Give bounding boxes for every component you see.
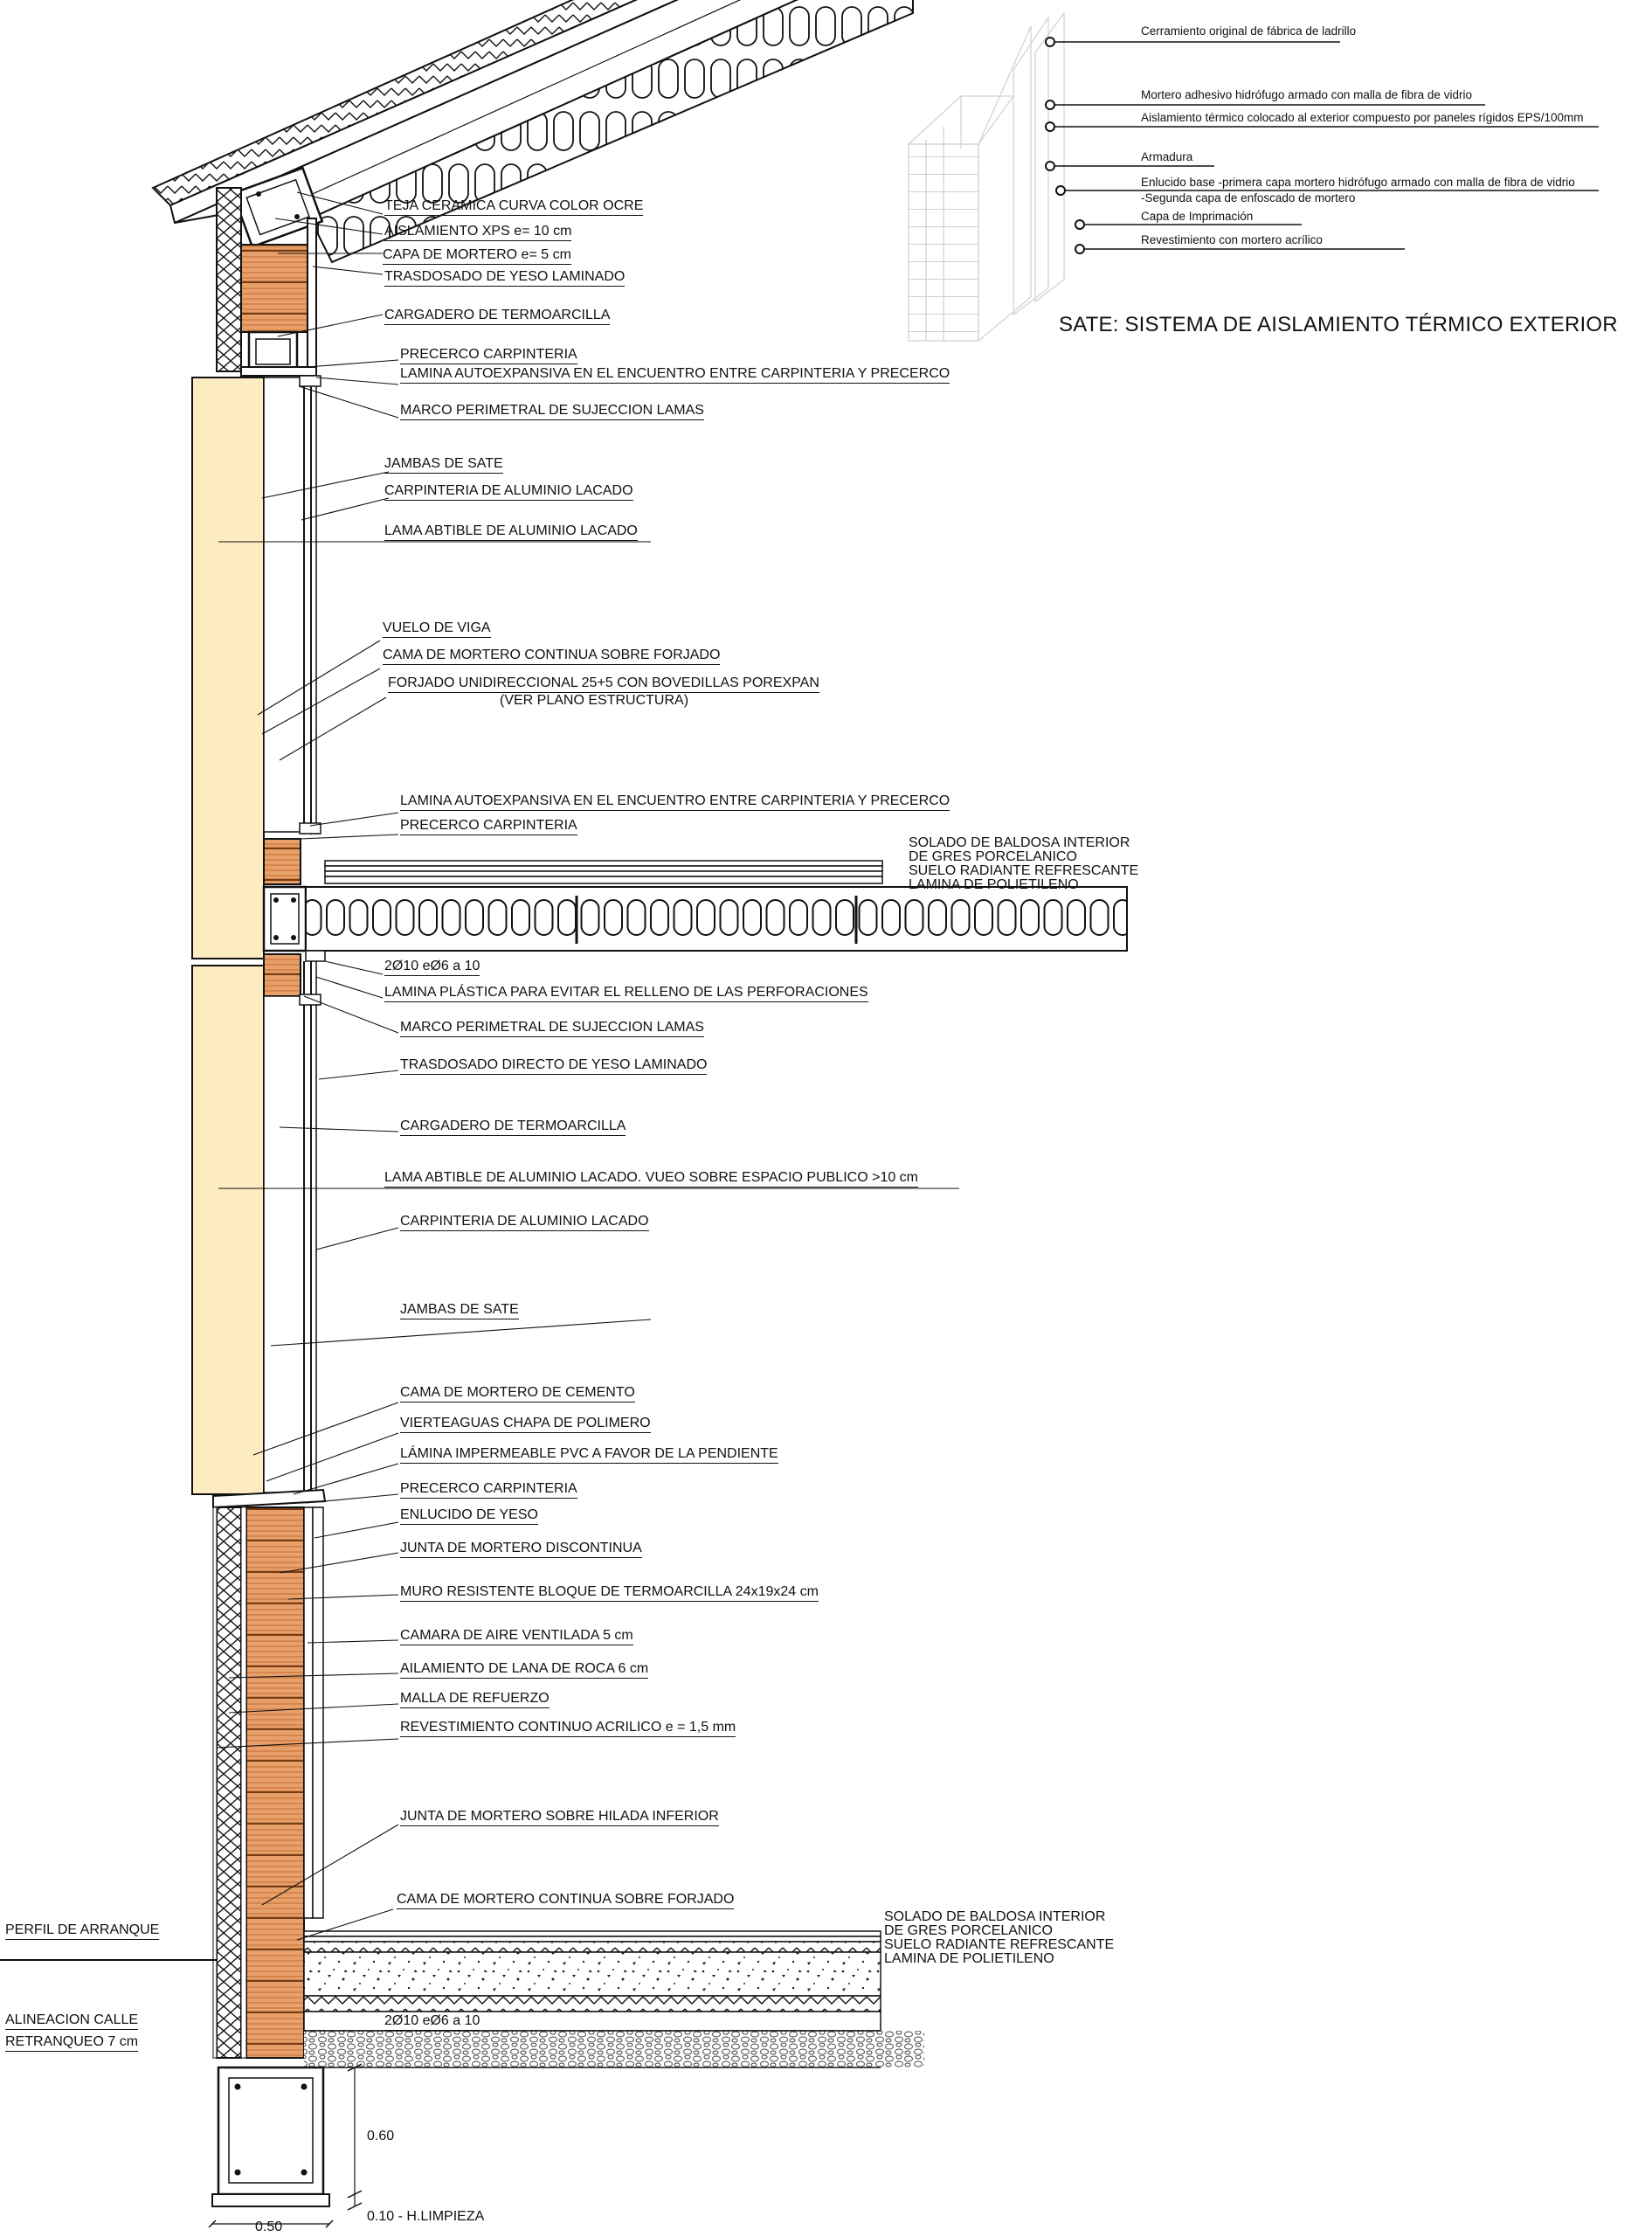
label-precerco-3: PRECERCO CARPINTERIA: [400, 1481, 577, 1499]
floor2-gres: DE GRES PORCELANICO: [884, 1923, 1053, 1938]
label-perfil-arranque: PERFIL DE ARRANQUE: [5, 1922, 160, 1940]
label-enlucido: ENLUCIDO DE YESO: [400, 1507, 538, 1525]
floor1-solado: SOLADO DE BALDOSA INTERIOR: [909, 835, 1130, 850]
label-rebar-2: 2Ø10 eØ6 a 10: [384, 2013, 480, 2031]
floor1-lamina: LAMINA DE POLIETILENO: [909, 877, 1079, 892]
floor1-finishes: SOLADO DE BALDOSA INTERIOR DE GRES PORCE…: [909, 836, 1138, 892]
label-retranqueo: RETRANQUEO 7 cm: [5, 2034, 139, 2052]
ground-floor-slab: [0, 1930, 924, 2068]
label-lamina-pvc: LÁMINA IMPERMEABLE PVC A FAVOR DE LA PEN…: [400, 1446, 778, 1464]
label-carpinteria-2: CARPINTERIA DE ALUMINIO LACADO: [400, 1214, 649, 1231]
roof-assembly: [151, 0, 914, 264]
foundation: [208, 2063, 363, 2228]
label-vierteaguas: VIERTEAGUAS CHAPA DE POLIMERO: [400, 1416, 651, 1433]
label-rebar-1: 2Ø10 eØ6 a 10: [384, 959, 480, 976]
label-lama-abatible-2: LAMA ABTIBLE DE ALUMINIO LACADO. VUEO SO…: [384, 1170, 919, 1188]
label-alineacion-calle: ALINEACION CALLE: [5, 2012, 139, 2030]
label-marco-perimetral-2: MARCO PERIMETRAL DE SUJECCION LAMAS: [400, 1020, 704, 1037]
sate-title: SATE: SISTEMA DE AISLAMIENTO TÉRMICO EXT…: [1059, 313, 1618, 336]
label-junta-hilada: JUNTA DE MORTERO SOBRE HILADA INFERIOR: [400, 1809, 719, 1826]
sate-label-armadura: Armadura: [1141, 150, 1193, 163]
lower-window-zone: [191, 961, 327, 1509]
label-cargadero-2: CARGADERO DE TERMOARCILLA: [400, 1118, 626, 1136]
label-trasdosado-directo: TRASDOSADO DIRECTO DE YESO LAMINADO: [400, 1057, 708, 1075]
sate-sketch: [907, 11, 1065, 343]
label-cama-mortero-cemento: CAMA DE MORTERO DE CEMENTO: [400, 1385, 635, 1402]
floor2-lamina: LAMINA DE POLIETILENO: [884, 1951, 1054, 1966]
label-xps: AISLAMIENTO XPS e= 10 cm: [384, 224, 572, 241]
label-lama-abatible: LAMA ABTIBLE DE ALUMINIO LACADO: [384, 523, 638, 541]
sate-label-adhesive-mortar: Mortero adhesivo hidrófugo armado con ma…: [1141, 88, 1472, 101]
label-forjado: FORJADO UNIDIRECCIONAL 25+5 CON BOVEDILL…: [388, 675, 819, 693]
label-teja: TEJA CERAMICA CURVA COLOR OCRE: [384, 198, 644, 216]
sate-label-base-coat: Enlucido base -primera capa mortero hidr…: [1141, 176, 1575, 189]
floor2-suelo-radiante: SUELO RADIANTE REFRESCANTE: [884, 1937, 1115, 1952]
label-revestimiento-acrilico: REVESTIMIENTO CONTINUO ACRILICO e = 1,5 …: [400, 1720, 736, 1737]
label-jambas-sate-2: JAMBAS DE SATE: [400, 1302, 519, 1319]
floor1-gres: DE GRES PORCELANICO: [909, 849, 1077, 864]
label-ver-plano: (VER PLANO ESTRUCTURA): [500, 693, 689, 708]
label-precerco-2: PRECERCO CARPINTERIA: [400, 818, 577, 835]
middle-floor-slab: [262, 838, 1128, 997]
label-muro-resistente: MURO RESISTENTE BLOQUE DE TERMOARCILLA 2…: [400, 1584, 819, 1602]
label-precerco: PRECERCO CARPINTERIA: [400, 347, 577, 364]
label-lamina-plastica: LAMINA PLÁSTICA PARA EVITAR EL RELLENO D…: [384, 985, 868, 1002]
sate-label-acrylic-render: Revestimiento con mortero acrílico: [1141, 233, 1323, 246]
label-camara-aire: CAMARA DE AIRE VENTILADA 5 cm: [400, 1628, 633, 1645]
floor2-finishes: SOLADO DE BALDOSA INTERIOR DE GRES PORCE…: [884, 1910, 1114, 1966]
label-mortero: CAPA DE MORTERO e= 5 cm: [383, 247, 571, 265]
sate-leader-dots: [1045, 37, 1085, 254]
label-cama-mortero-forjado: CAMA DE MORTERO CONTINUA SOBRE FORJADO: [397, 1892, 735, 1909]
label-malla-refuerzo: MALLA DE REFUERZO: [400, 1691, 550, 1708]
sate-label-thermal-insulation: Aislamiento térmico colocado al exterior…: [1141, 111, 1584, 124]
label-lamina-autoexpansiva: LAMINA AUTOEXPANSIVA EN EL ENCUENTRO ENT…: [400, 366, 950, 384]
upper-window-zone: [191, 375, 321, 959]
label-trasdosado: TRASDOSADO DE YESO LAMINADO: [384, 269, 626, 287]
dim-height: 0.60: [367, 2129, 395, 2144]
sate-leaders: [1050, 41, 1599, 250]
label-vuelo-viga: VUELO DE VIGA: [383, 620, 491, 638]
sate-label-second-coat: -Segunda capa de enfoscado de mortero: [1141, 191, 1356, 204]
upper-wall: [216, 187, 317, 377]
label-junta-discontinua: JUNTA DE MORTERO DISCONTINUA: [400, 1541, 642, 1558]
floor2-solado: SOLADO DE BALDOSA INTERIOR: [884, 1909, 1106, 1924]
label-lana-roca: AILAMIENTO DE LANA DE ROCA 6 cm: [400, 1661, 649, 1679]
floor1-suelo-radiante: SUELO RADIANTE REFRESCANTE: [909, 863, 1139, 878]
label-jambas-sate: JAMBAS DE SATE: [384, 456, 503, 474]
label-lamina-autoexpansiva-2: LAMINA AUTOEXPANSIVA EN EL ENCUENTRO ENT…: [400, 793, 950, 811]
label-cargadero: CARGADERO DE TERMOARCILLA: [384, 308, 611, 325]
leader-lines: [216, 191, 959, 1941]
label-carpinteria: CARPINTERIA DE ALUMINIO LACADO: [384, 483, 633, 501]
dim-width: 0.50: [255, 2220, 283, 2234]
label-cama-mortero: CAMA DE MORTERO CONTINUA SOBRE FORJADO: [383, 648, 721, 665]
sate-label-brick-wall: Cerramiento original de fábrica de ladri…: [1141, 24, 1357, 38]
label-marco-perimetral: MARCO PERIMETRAL DE SUJECCION LAMAS: [400, 403, 704, 420]
dim-limpieza: 0.10 - H.LIMPIEZA: [367, 2209, 485, 2224]
sate-label-primer: Capa de Imprimación: [1141, 210, 1254, 223]
